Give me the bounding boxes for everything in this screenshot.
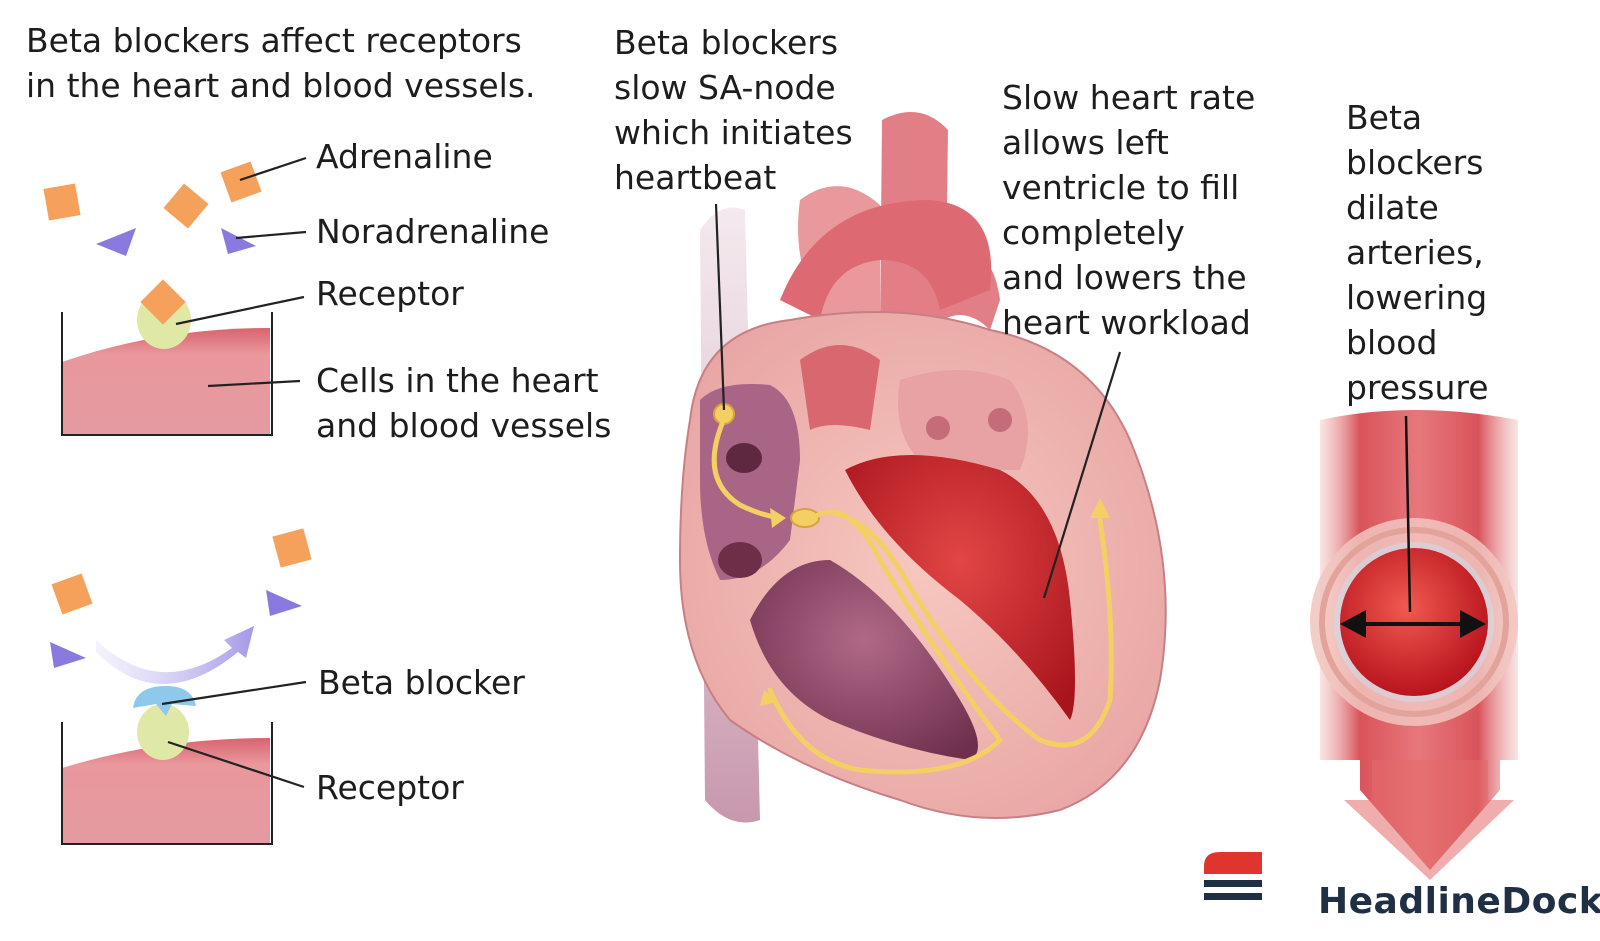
- brand-logo-icon: [1204, 852, 1262, 900]
- ventricle-line-1: Slow heart rate: [1002, 78, 1256, 117]
- left-ventricle: [845, 455, 1075, 720]
- sa-node-caption: Beta blockers slow SA-node which initiat…: [614, 20, 853, 200]
- ventricle-caption: Slow heart rate allows left ventricle to…: [1002, 75, 1255, 345]
- artery-line-6: blood: [1346, 323, 1438, 362]
- deflected-arrow: [96, 626, 254, 684]
- intro-line-1: Beta blockers affect receptors: [26, 21, 522, 60]
- adrenaline-molecule: [163, 183, 209, 229]
- beta-blocker-label: Beta blocker: [318, 663, 525, 702]
- arch: [780, 200, 992, 320]
- adrenaline-molecule: [272, 528, 312, 568]
- sa-node-line-3: which initiates: [614, 113, 853, 152]
- adrenaline-molecule: [51, 573, 93, 615]
- sa-node-line-2: slow SA-node: [614, 68, 836, 107]
- av-node: [790, 508, 820, 528]
- artery-caption: Beta blockers dilate arteries, lowering …: [1346, 95, 1489, 410]
- conduction-path: [827, 509, 1114, 748]
- ventricle-line-5: and lowers the: [1002, 258, 1247, 297]
- top-receptor-diagram: [43, 156, 307, 436]
- ventricle-line-2: allows left: [1002, 123, 1169, 162]
- cells-line-2: and blood vessels: [316, 406, 612, 445]
- adrenaline-bound: [140, 279, 186, 325]
- conduction-path: [711, 421, 783, 521]
- receptor-label-top: Receptor: [316, 274, 464, 313]
- cell-surface: [62, 328, 270, 435]
- cell-surface: [62, 738, 270, 844]
- noradrenaline-label: Noradrenaline: [316, 212, 550, 251]
- noradrenaline-molecule: [221, 228, 256, 254]
- adrenaline-molecule: [220, 161, 262, 203]
- right-ventricle: [750, 560, 978, 760]
- noradrenaline-molecule: [266, 590, 302, 616]
- flow-arrow: [1344, 760, 1514, 880]
- beta-blocker-shape: [133, 686, 196, 716]
- right-atrium: [700, 384, 800, 580]
- cells-line-1: Cells in the heart: [316, 361, 599, 400]
- noradrenaline-molecule: [96, 228, 136, 256]
- left-atrium: [898, 370, 1028, 470]
- ventricle-line-6: heart workload: [1002, 303, 1251, 342]
- artery-line-5: lowering: [1346, 278, 1488, 317]
- heart-illustration: [678, 112, 1167, 823]
- artery-illustration: [1310, 410, 1518, 880]
- sa-node-line-4: heartbeat: [614, 158, 777, 197]
- conduction-path: [767, 509, 1004, 775]
- intro-text: Beta blockers affect receptors in the he…: [26, 18, 536, 108]
- artery-line-1: Beta: [1346, 98, 1423, 137]
- artery-line-3: dilate: [1346, 188, 1439, 227]
- receptor-label-bottom: Receptor: [316, 768, 464, 807]
- receptor-shape: [137, 704, 189, 760]
- bottom-blocker-diagram: [50, 528, 312, 845]
- artery-line-7: pressure: [1346, 368, 1489, 407]
- noradrenaline-molecule: [50, 642, 86, 668]
- cells-label: Cells in the heart and blood vessels: [316, 358, 611, 448]
- sa-node-line-1: Beta blockers: [614, 23, 839, 62]
- ventricle-line-4: completely: [1002, 213, 1185, 252]
- artery-line-2: blockers: [1346, 143, 1484, 182]
- adrenaline-label: Adrenaline: [316, 137, 493, 176]
- artery-line-4: arteries,: [1346, 233, 1484, 272]
- brand-name[interactable]: HeadlineDock: [1318, 881, 1600, 922]
- ventricle-line-3: ventricle to fill: [1002, 168, 1240, 207]
- intro-line-2: in the heart and blood vessels.: [26, 66, 536, 105]
- adrenaline-molecule: [43, 183, 81, 221]
